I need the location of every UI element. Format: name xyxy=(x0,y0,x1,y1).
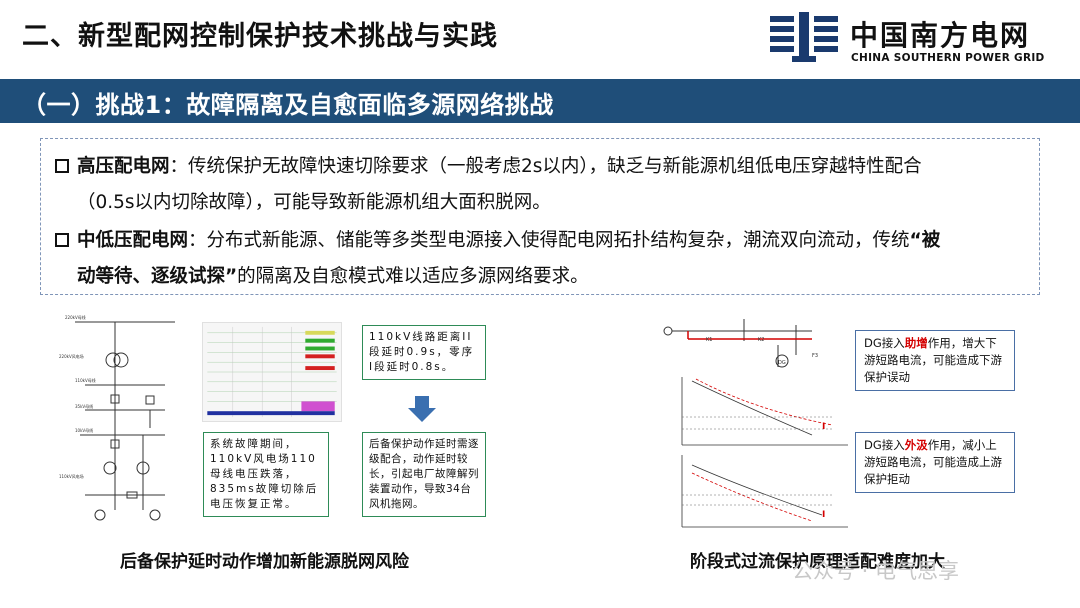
outfeed-effect-note: DG接入外汲作用，减小上游短路电流，可能造成上游保护拒动 xyxy=(855,432,1015,493)
bullet-text-continued: （0.5s以内切除故障），可能导致新能源机组大面积脱网。 xyxy=(77,192,551,213)
bullet-text-continued: 的隔离及自愈模式难以适应多源网络要求。 xyxy=(237,266,589,287)
svg-text:220kV风电场: 220kV风电场 xyxy=(59,353,84,359)
bullet-label: 高压配电网 xyxy=(77,156,170,177)
note-text: 作用，增大下游短路电流，可能造成下游保护误动 xyxy=(864,336,1002,384)
bullet-medium-low-voltage-continued: 动等待、逐级试探”的隔离及自愈模式难以适应多源网络要求。 xyxy=(55,259,1035,295)
note-text: DG接入 xyxy=(864,438,905,452)
svg-text:I: I xyxy=(822,510,825,520)
down-arrow-icon xyxy=(408,396,436,422)
svg-text:K1: K1 xyxy=(706,337,712,343)
page-title: 二、新型配网控制保护技术挑战与实践 xyxy=(22,21,498,52)
fault-event-textbox: 系统故障期间，110kV风电场110母线电压跌落，835ms故障切除后电压恢复正… xyxy=(203,432,329,517)
substation-single-line-diagram: 220kV母线 220kV风电场 110kV母线 35kV母线 10kV母线 1… xyxy=(59,314,175,521)
backup-protection-textbox: 后备保护动作延时需逐级配合，动作延时较长，引起电厂故障解列装置动作，导致34台风… xyxy=(362,432,486,517)
bullet-medium-low-voltage: 中低压配电网：分布式新能源、储能等多类型电源接入使得配电网拓扑结构复杂，潮流双向… xyxy=(55,223,1035,259)
bullet-text: ：传统保护无故障快速切除要求（一般考虑2s以内），缺乏与新能源机组低电压穿越特性… xyxy=(169,156,922,177)
logo-english-text: CHINA SOUTHERN POWER GRID xyxy=(851,52,1045,64)
bullet-high-voltage-continued: （0.5s以内切除故障），可能导致新能源机组大面积脱网。 xyxy=(55,185,1035,221)
bullet-text: ：分布式新能源、储能等多类型电源接入使得配电网拓扑结构复杂，潮流双向流动，传统 xyxy=(188,230,910,251)
company-logo: 中国南方电网 CHINA SOUTHERN POWER GRID xyxy=(770,10,1070,70)
svg-text:220kV母线: 220kV母线 xyxy=(65,314,86,320)
bullet-quote-end: 动等待、逐级试探” xyxy=(77,266,238,287)
watermark: 公众号 · 电气思享 xyxy=(792,559,960,583)
section-title: （一）挑战1：故障隔离及自愈面临多源网络挑战 xyxy=(22,91,554,119)
svg-text:35kV母线: 35kV母线 xyxy=(75,403,93,409)
bullet-high-voltage: 高压配电网：传统保护无故障快速切除要求（一般考虑2s以内），缺乏与新能源机组低电… xyxy=(55,149,1035,185)
section-header-bar: （一）挑战1：故障隔离及自愈面临多源网络挑战 xyxy=(0,79,1080,123)
right-figure-caption: 阶段式过流保护原理适配难度加大 xyxy=(690,552,945,572)
left-figure-caption: 后备保护延时动作增加新能源脱网风险 xyxy=(120,552,409,572)
note-highlight: 外汲 xyxy=(904,438,928,452)
fault-waveform-panel xyxy=(202,322,342,422)
svg-text:110kV母线: 110kV母线 xyxy=(75,377,96,383)
svg-text:10kV母线: 10kV母线 xyxy=(75,427,93,433)
bullet-label: 中低压配电网 xyxy=(77,230,189,251)
svg-text:F3: F3 xyxy=(812,353,818,359)
relay-setting-textbox: 110kV线路距离II段延时0.9s，零序I段延时0.8s。 xyxy=(362,325,486,380)
challenge-description-box: 高压配电网：传统保护无故障快速切除要求（一般考虑2s以内），缺乏与新能源机组低电… xyxy=(40,138,1040,295)
bullet-quote-start: “被 xyxy=(909,230,941,251)
svg-text:I: I xyxy=(822,422,825,432)
svg-text:DG: DG xyxy=(778,360,786,366)
infeed-effect-note: DG接入助增作用，增大下游短路电流，可能造成下游保护误动 xyxy=(855,330,1015,391)
logo-chinese-text: 中国南方电网 xyxy=(850,19,1031,52)
overcurrent-protection-diagram: DG K1 K2 F3 I I xyxy=(663,319,848,528)
svg-text:110kV风电场: 110kV风电场 xyxy=(59,473,84,479)
svg-text:K2: K2 xyxy=(758,337,764,343)
bullet-square-icon xyxy=(55,159,69,173)
bullet-square-icon xyxy=(55,233,69,247)
logo-mark-icon xyxy=(770,12,838,62)
note-text: 作用，减小上游短路电流，可能造成上游保护拒动 xyxy=(864,438,1002,486)
note-text: DG接入 xyxy=(864,336,905,350)
note-highlight: 助增 xyxy=(904,336,928,350)
